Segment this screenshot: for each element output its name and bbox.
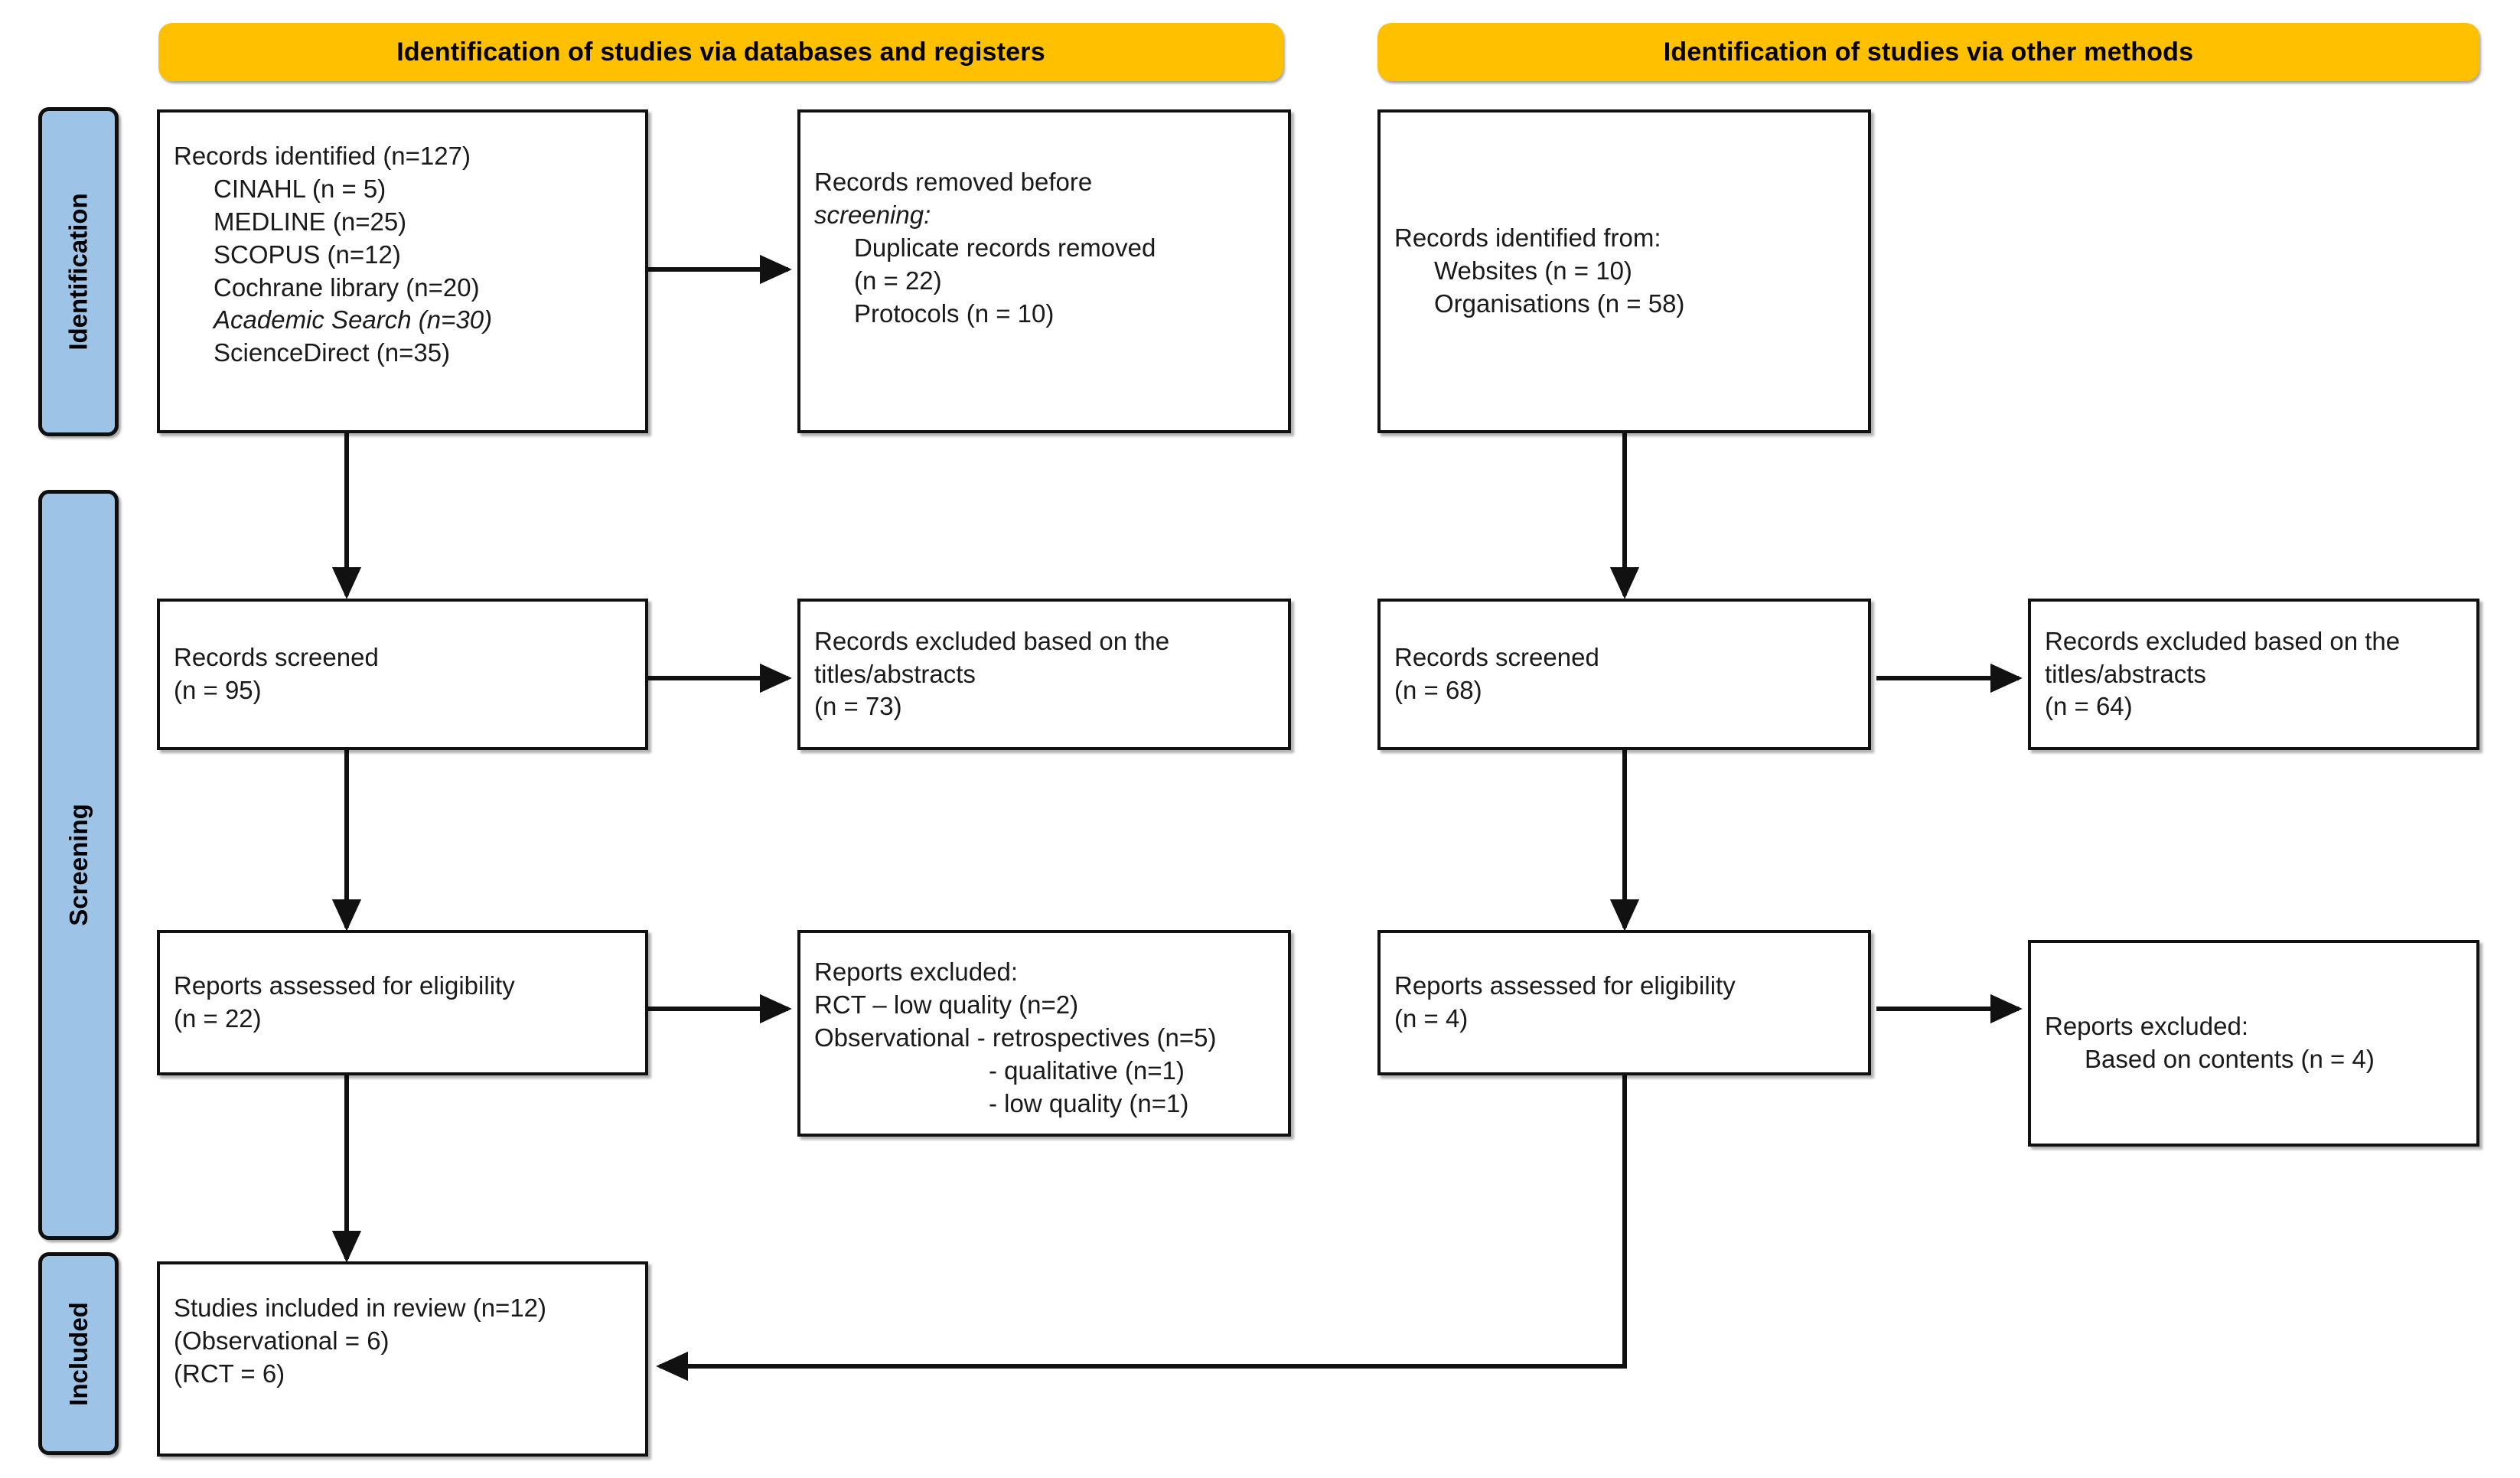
box-line: (n = 22) xyxy=(174,1004,262,1033)
box-records-excluded-db-lines: Records excluded based on the titles/abs… xyxy=(800,625,1288,724)
box-line: Studies included in review (n=12) xyxy=(174,1294,547,1322)
banner-left-label: Identification of studies via databases … xyxy=(396,37,1045,67)
stage-pill-included: Included xyxy=(38,1252,119,1455)
box-reports-excluded-other-lines: Reports excluded: Based on contents (n =… xyxy=(2031,1010,2476,1076)
box-studies-included-lines: Studies included in review (n=12) (Obser… xyxy=(160,1292,645,1391)
box-line: (n = 4) xyxy=(1394,1004,1469,1033)
banner-other-methods: Identification of studies via other meth… xyxy=(1377,23,2479,81)
box-reports-excluded-other: Reports excluded: Based on contents (n =… xyxy=(2028,940,2479,1147)
box-line: Reports assessed for eligibility xyxy=(1394,971,1736,1000)
box-line: Records excluded based on the xyxy=(814,626,1170,655)
box-line: Academic Search (n=30) xyxy=(214,305,493,334)
box-line: Reports excluded: xyxy=(814,958,1018,986)
box-line: Observational - retrospectives (n=5) xyxy=(814,1023,1217,1052)
box-line: Reports assessed for eligibility xyxy=(174,971,515,1000)
box-line: Protocols (n = 10) xyxy=(854,299,1055,328)
box-line: (RCT = 6) xyxy=(174,1359,285,1388)
box-records-excluded-other: Records excluded based on the titles/abs… xyxy=(2028,599,2479,750)
box-records-identified-other: Records identified from: Websites (n = 1… xyxy=(1377,109,1871,433)
box-reports-eligibility-other-lines: Reports assessed for eligibility (n = 4) xyxy=(1381,970,1868,1036)
stage-pill-screening: Screening xyxy=(38,490,119,1240)
box-line: Records identified (n=127) xyxy=(174,142,471,170)
box-line: (n = 73) xyxy=(814,692,902,721)
box-records-removed-before-screening: Records removed before screening: Duplic… xyxy=(797,109,1291,433)
box-line: Based on contents (n = 4) xyxy=(2085,1045,2375,1073)
box-line: (n = 22) xyxy=(854,266,942,295)
stage-label-identification: Identification xyxy=(64,193,93,351)
box-line: (Observational = 6) xyxy=(174,1326,390,1355)
box-line: MEDLINE (n=25) xyxy=(214,207,407,236)
box-line: (n = 64) xyxy=(2045,692,2133,721)
box-reports-eligibility-db: Reports assessed for eligibility (n = 22… xyxy=(157,930,648,1075)
box-records-screened-other: Records screened (n = 68) xyxy=(1377,599,1871,750)
box-line: Records identified from: xyxy=(1394,223,1661,253)
box-line: Reports excluded: xyxy=(2045,1012,2248,1041)
box-line: Records screened xyxy=(1394,643,1599,672)
box-line: ScienceDirect (n=35) xyxy=(214,338,451,367)
box-line: screening: xyxy=(814,200,931,229)
box-reports-excluded-db: Reports excluded: RCT – low quality (n=2… xyxy=(797,930,1291,1137)
box-records-screened-db: Records screened (n = 95) xyxy=(157,599,648,750)
box-line: (n = 95) xyxy=(174,676,262,704)
stage-label-included: Included xyxy=(64,1301,93,1406)
banner-databases-registers: Identification of studies via databases … xyxy=(158,23,1283,81)
box-line: (n = 68) xyxy=(1394,676,1482,704)
box-reports-eligibility-db-lines: Reports assessed for eligibility (n = 22… xyxy=(160,970,645,1036)
box-line: SCOPUS (n=12) xyxy=(214,240,401,269)
box-line: - qualitative (n=1) xyxy=(989,1055,1185,1085)
box-line: Records excluded based on the xyxy=(2045,626,2401,655)
box-line: Organisations (n = 58) xyxy=(1434,289,1685,318)
box-records-identified-lines: Records identified (n=127) CINAHL (n = 5… xyxy=(160,140,645,370)
box-records-excluded-db: Records excluded based on the titles/abs… xyxy=(797,599,1291,750)
box-records-removed-lines: Records removed before screening: Duplic… xyxy=(800,166,1288,330)
box-records-identified: Records identified (n=127) CINAHL (n = 5… xyxy=(157,109,648,433)
stage-label-screening: Screening xyxy=(64,804,93,926)
box-line: Websites (n = 10) xyxy=(1434,256,1632,285)
box-studies-included: Studies included in review (n=12) (Obser… xyxy=(157,1261,648,1457)
box-other-identified-lines: Records identified from: Websites (n = 1… xyxy=(1381,222,1868,321)
box-line: - low quality (n=1) xyxy=(989,1088,1189,1117)
box-line: CINAHL (n = 5) xyxy=(214,174,386,203)
box-records-screened-other-lines: Records screened (n = 68) xyxy=(1381,641,1868,707)
box-line: Records screened xyxy=(174,643,379,672)
banner-right-label: Identification of studies via other meth… xyxy=(1663,37,2194,67)
box-reports-eligibility-other: Reports assessed for eligibility (n = 4) xyxy=(1377,930,1871,1075)
box-reports-excluded-db-lines: Reports excluded: RCT – low quality (n=2… xyxy=(800,956,1288,1120)
box-line: titles/abstracts xyxy=(814,659,976,688)
box-line: titles/abstracts xyxy=(2045,659,2206,688)
box-line: Duplicate records removed xyxy=(854,233,1156,262)
box-line: Records removed before xyxy=(814,168,1093,196)
box-records-screened-db-lines: Records screened (n = 95) xyxy=(160,641,645,707)
box-line: Cochrane library (n=20) xyxy=(214,272,480,302)
box-records-excluded-other-lines: Records excluded based on the titles/abs… xyxy=(2031,625,2476,724)
box-line: RCT – low quality (n=2) xyxy=(814,990,1079,1019)
stage-pill-identification: Identification xyxy=(38,107,119,436)
